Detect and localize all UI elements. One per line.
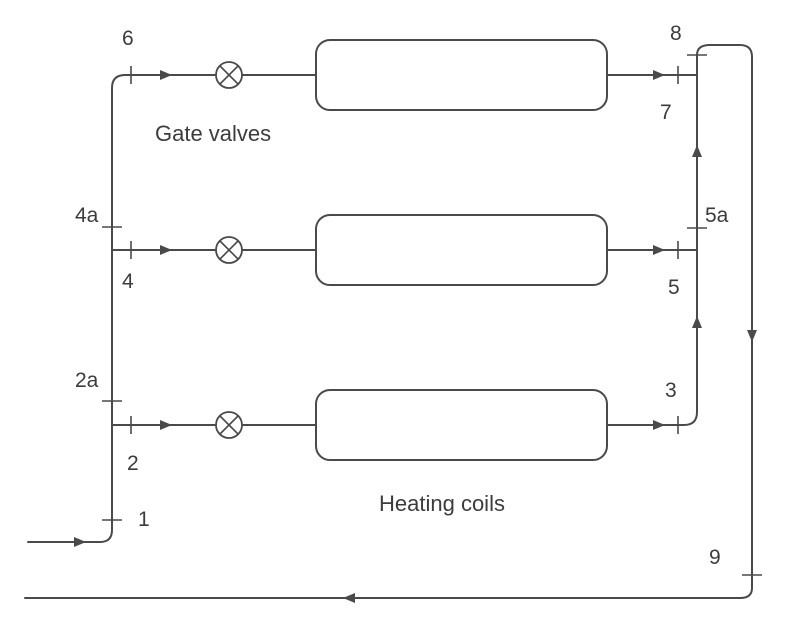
outlet-pipe-bottom: [606, 54, 698, 426]
caption-heating-coils: Heating coils: [379, 491, 505, 516]
flow-arrow-bottom-in: [160, 420, 172, 430]
label-point-9: 9: [709, 546, 721, 569]
label-point-8: 8: [670, 22, 682, 45]
label-point-3: 3: [665, 379, 677, 402]
flow-arrow-return-down: [747, 330, 757, 342]
flow-arrow-bottom-out: [653, 420, 665, 430]
return-pipe: [24, 44, 753, 599]
label-point-1: 1: [138, 508, 150, 531]
flow-arrow-inlet: [74, 537, 86, 547]
label-point-2: 2: [127, 452, 139, 475]
gate-valve-middle: [215, 236, 243, 264]
flow-arrow-return-left: [343, 593, 355, 603]
gate-valve-bottom: [215, 411, 243, 439]
label-point-7: 7: [660, 101, 672, 124]
heating-coil-bottom: [315, 389, 608, 461]
gate-valve-top: [215, 61, 243, 89]
flow-arrow-riser-upper: [692, 145, 702, 157]
inlet-pipe: [27, 74, 216, 543]
flow-arrow-middle-in: [160, 245, 172, 255]
label-point-2a: 2a: [75, 369, 99, 392]
flow-arrow-top-out: [653, 70, 665, 80]
heating-coil-top: [315, 39, 608, 111]
label-point-5: 5: [668, 276, 680, 299]
flow-arrow-middle-out: [653, 245, 665, 255]
label-point-4a: 4a: [75, 204, 99, 227]
flow-arrow-riser-lower: [692, 316, 702, 328]
label-point-5a: 5a: [705, 204, 729, 227]
heating-coil-middle: [315, 214, 608, 286]
label-point-4: 4: [122, 270, 134, 293]
caption-gate-valves: Gate valves: [155, 121, 272, 146]
label-point-6: 6: [122, 27, 134, 50]
flow-arrow-top-in: [160, 70, 172, 80]
